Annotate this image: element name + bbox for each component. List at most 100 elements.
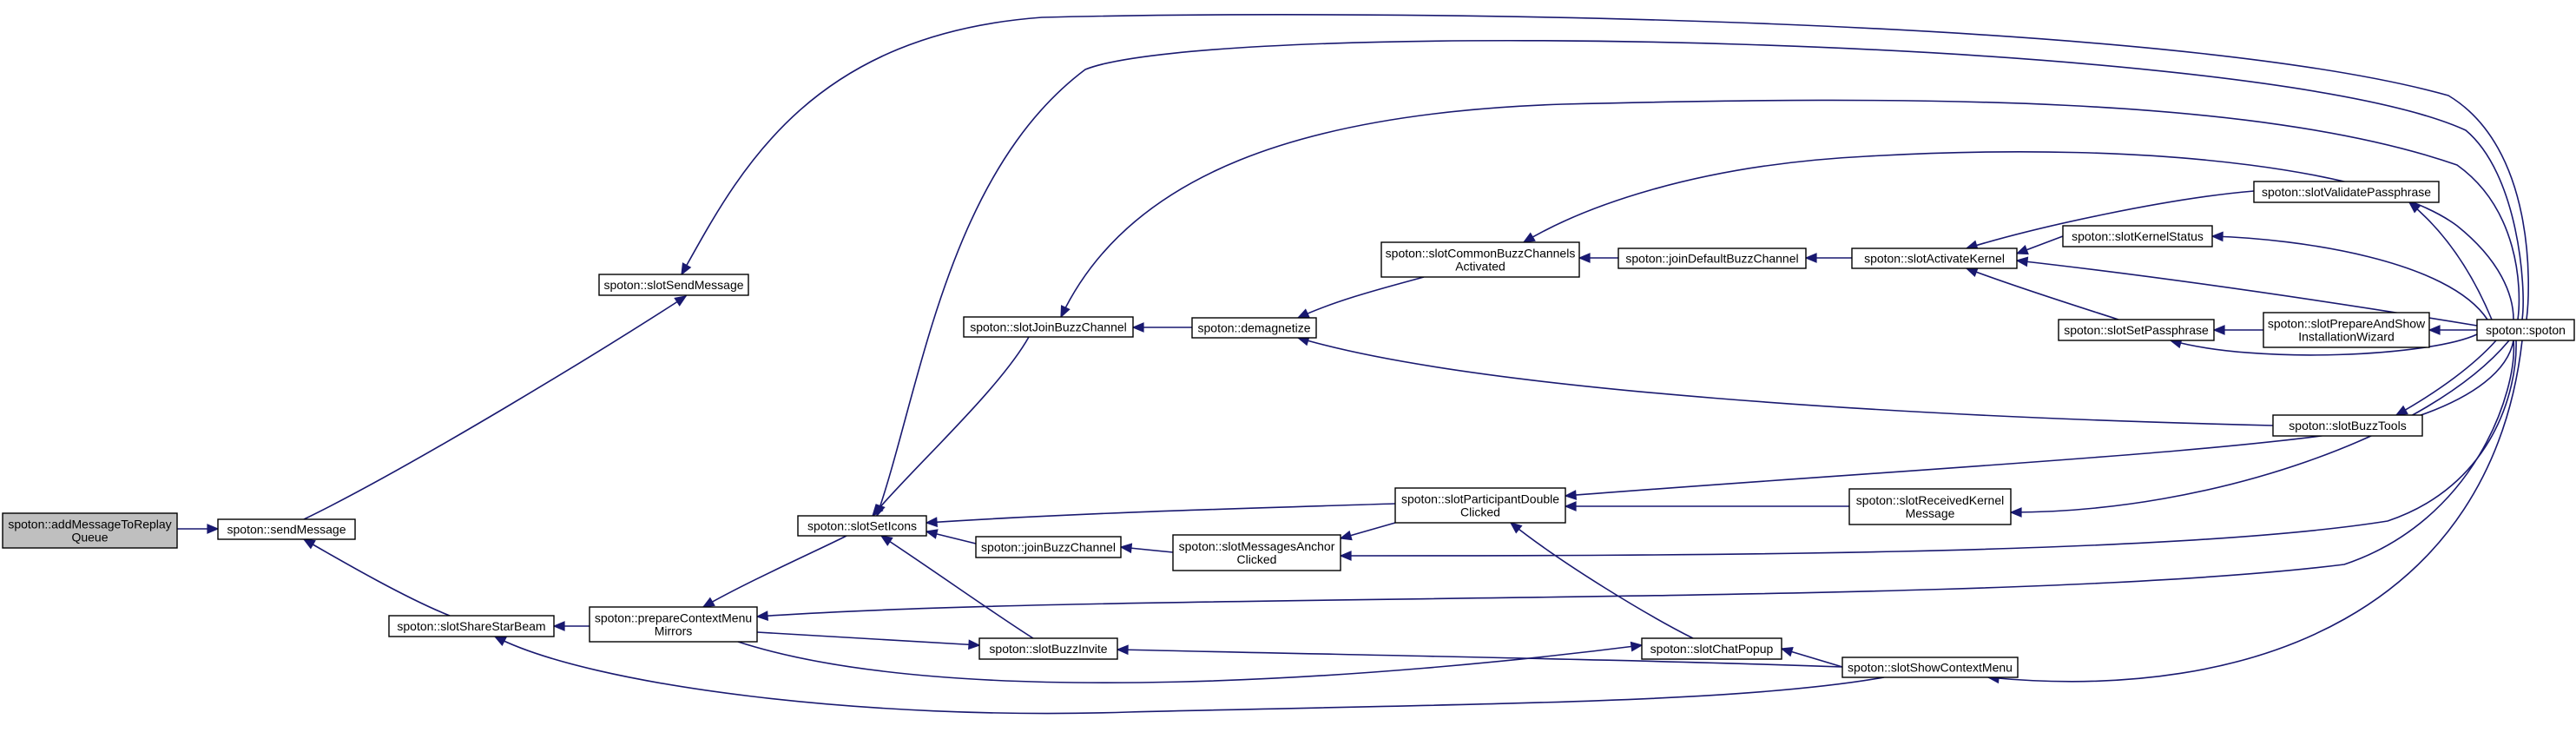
edge-slotShowContextMenu-to-slotChatPopup <box>1780 646 1843 668</box>
edge-line <box>1523 151 2514 320</box>
node-box <box>589 606 758 643</box>
node-label: spoton::slotMessagesAnchor <box>1179 539 1335 553</box>
node-label: Message <box>1906 506 1955 520</box>
edge-slotBuzzTools-to-demagnetize <box>1296 335 2274 426</box>
arrowhead-icon <box>493 636 507 647</box>
edge-line <box>702 535 847 608</box>
edge-line <box>876 39 2524 517</box>
arrowhead-icon <box>1116 644 1129 656</box>
node-label: spoton::spoton <box>2486 323 2566 337</box>
edge-line <box>1510 522 1694 639</box>
node-slotPrepareAndShowInstallationWizard[interactable]: spoton::slotPrepareAndShowInstallationWi… <box>2263 312 2430 348</box>
node-slotSetPassphrase[interactable]: spoton::slotSetPassphrase <box>2058 319 2215 341</box>
edge-spoton-to-slotPrepareAndShowInstallationWizard <box>2428 325 2477 335</box>
node-label: Mirrors <box>655 624 693 638</box>
node-slotBuzzInvite[interactable]: spoton::slotBuzzInvite <box>978 637 1118 660</box>
node-label: spoton::joinBuzzChannel <box>981 540 1116 554</box>
edge-line <box>1117 649 1843 668</box>
edge-slotActivateKernel-to-joinDefaultBuzzChannel <box>1804 253 1852 263</box>
arrowhead-icon <box>1780 646 1794 657</box>
arrowhead-icon <box>1564 490 1578 500</box>
arrowhead-icon <box>2210 231 2224 242</box>
edge-joinBuzzChannel-to-slotSetIcons <box>925 529 977 544</box>
arrowhead-icon <box>968 639 981 650</box>
node-joinBuzzChannel[interactable]: spoton::joinBuzzChannel <box>975 536 1122 558</box>
edge-prepareContextMenuMirrors-to-slotChatPopup <box>737 641 1644 684</box>
edge-slotBuzzInvite-to-slotSetIcons <box>880 535 1034 639</box>
node-spoton[interactable]: spoton::spoton <box>2476 319 2575 341</box>
node-slotChatPopup[interactable]: spoton::slotChatPopup <box>1641 637 1782 660</box>
node-box <box>2253 181 2440 203</box>
arrowhead-icon <box>1522 232 1536 243</box>
node-label: spoton::addMessageToReplay <box>8 518 171 531</box>
edge-line <box>494 636 1885 715</box>
node-slotSendMessage[interactable]: spoton::slotSendMessage <box>598 274 749 296</box>
edge-line <box>2408 201 2493 320</box>
edge-line <box>756 631 980 646</box>
node-label: spoton::sendMessage <box>227 523 346 537</box>
edge-slotMessagesAnchorClicked-to-joinBuzzChannel <box>1119 543 1174 554</box>
arrowhead-icon <box>1131 322 1144 333</box>
edge-line <box>1060 99 2520 320</box>
arrowhead-icon <box>1804 253 1817 263</box>
edge-line <box>926 503 1396 524</box>
edge-prepareContextMenuMirrors-to-slotShareStarBeam <box>552 621 590 631</box>
node-slotActivateKernel[interactable]: spoton::slotActivateKernel <box>1851 247 2018 269</box>
edge-line <box>303 538 451 617</box>
edge-slotPrepareAndShowInstallationWizard-to-slotSetPassphrase <box>2212 325 2263 335</box>
edge-spoton-to-slotCommonBuzzChannelsActivated <box>1522 151 2514 320</box>
node-label: spoton::slotCommonBuzzChannels <box>1386 247 1576 261</box>
node-box <box>2476 319 2575 341</box>
node-label: spoton::slotBuzzTools <box>2289 419 2406 432</box>
node-slotSetIcons[interactable]: spoton::slotSetIcons <box>797 515 927 537</box>
edge-line <box>681 14 2529 320</box>
node-slotShareStarBeam[interactable]: spoton::slotShareStarBeam <box>388 615 555 637</box>
edge-spoton-to-prepareContextMenuMirrors <box>755 340 2515 622</box>
arrowhead-icon <box>1119 543 1133 554</box>
node-slotBuzzTools[interactable]: spoton::slotBuzzTools <box>2272 414 2423 437</box>
node-slotKernelStatus[interactable]: spoton::slotKernelStatus <box>2062 225 2213 247</box>
node-label: spoton::slotParticipantDouble <box>1401 492 1559 506</box>
node-box <box>1172 534 1341 571</box>
node-joinDefaultBuzzChannel[interactable]: spoton::joinDefaultBuzzChannel <box>1617 247 1807 269</box>
call-edges <box>177 14 2529 715</box>
node-demagnetize[interactable]: spoton::demagnetize <box>1191 317 1317 339</box>
edge-line <box>872 336 1030 517</box>
node-box <box>1394 487 1566 524</box>
node-slotShowContextMenu[interactable]: spoton::slotShowContextMenu <box>1841 657 2019 678</box>
edge-slotShareStarBeam-to-sendMessage <box>302 538 451 617</box>
node-slotJoinBuzzChannel[interactable]: spoton::slotJoinBuzzChannel <box>963 316 1134 338</box>
node-box <box>598 274 749 296</box>
edge-slotParticipantDoubleClicked-to-slotMessagesAnchorClicked <box>1339 522 1396 541</box>
edge-joinDefaultBuzzChannel-to-slotCommonBuzzChannelsActivated <box>1578 253 1618 263</box>
arrowhead-icon <box>1578 253 1591 263</box>
node-label: spoton::slotActivateKernel <box>1864 252 2005 266</box>
node-box <box>1641 637 1782 660</box>
arrowhead-icon <box>2428 325 2441 335</box>
node-label: spoton::slotReceivedKernel <box>1856 493 2004 507</box>
edge-line <box>1987 340 2523 683</box>
node-sendMessage[interactable]: spoton::sendMessage <box>217 518 356 540</box>
node-label: spoton::prepareContextMenu <box>595 611 752 625</box>
edge-line <box>1297 337 2274 426</box>
edge-slotParticipantDoubleClicked-to-slotSetIcons <box>925 503 1396 528</box>
edge-spoton-to-slotKernelStatus <box>2210 231 2488 320</box>
node-box <box>1848 488 2012 525</box>
arrowhead-icon <box>552 621 565 631</box>
node-box <box>1191 317 1317 339</box>
edge-line <box>1340 340 2517 557</box>
arrowhead-icon <box>1630 641 1644 652</box>
edge-line <box>2170 333 2478 356</box>
edge-spoton-to-slotJoinBuzzChannel <box>1060 99 2520 320</box>
node-label: spoton::slotShowContextMenu <box>1848 661 2013 675</box>
node-label: spoton::slotSendMessage <box>603 278 743 292</box>
edge-line <box>2211 235 2488 320</box>
node-slotValidatePassphrase[interactable]: spoton::slotValidatePassphrase <box>2253 181 2440 203</box>
edge-demagnetize-to-slotJoinBuzzChannel <box>1131 322 1192 333</box>
